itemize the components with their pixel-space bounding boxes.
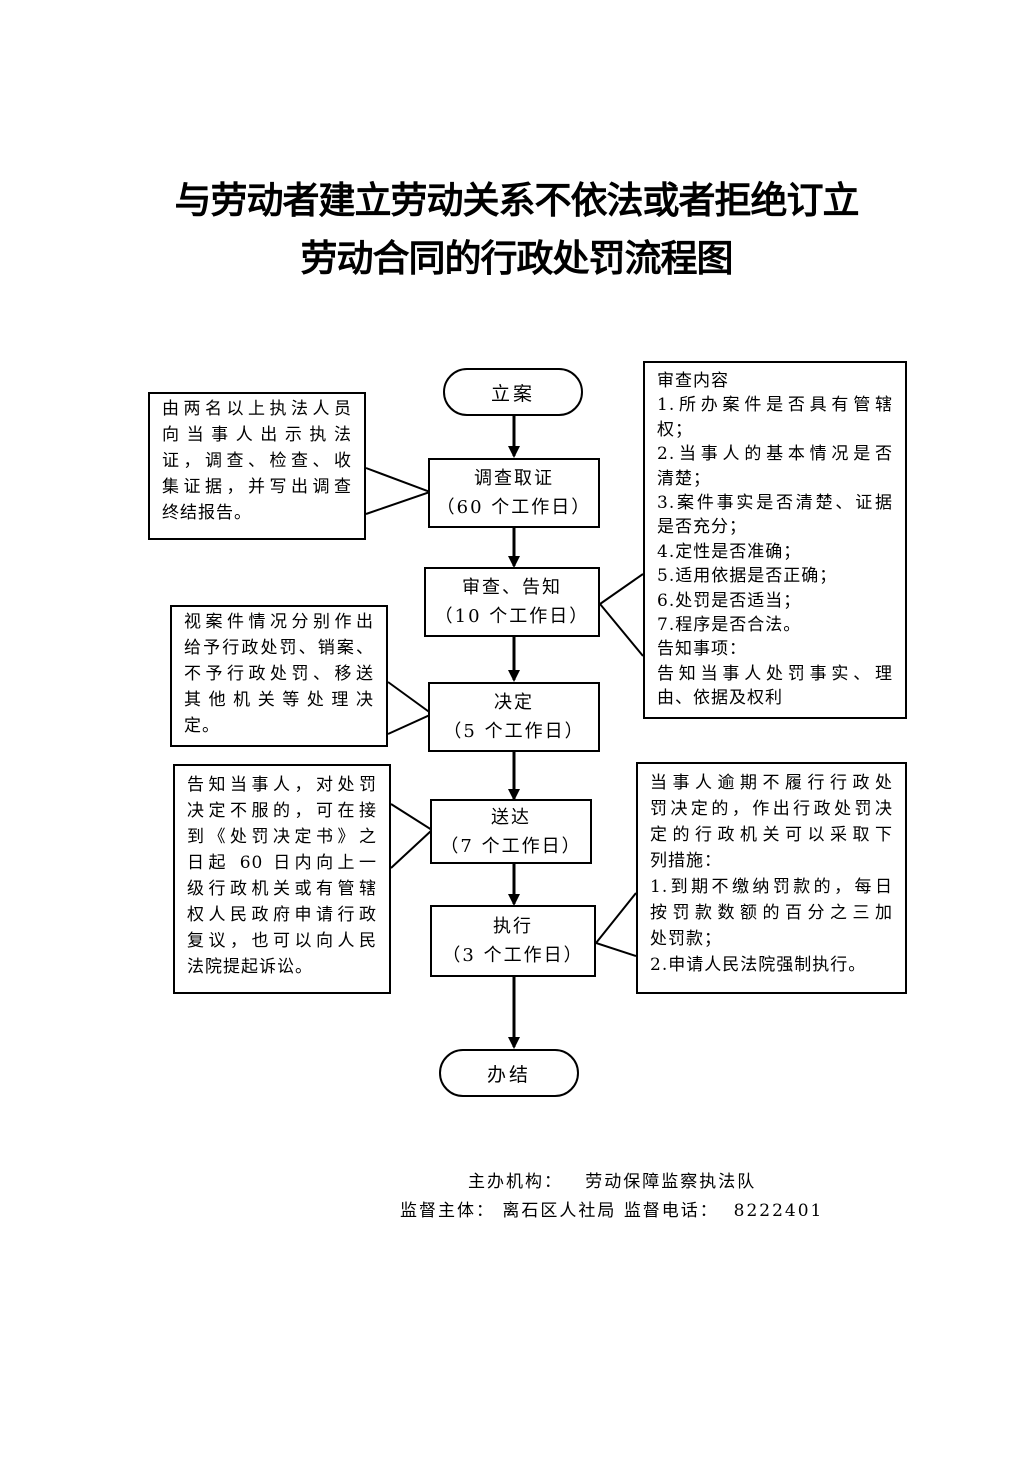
note-line: 5.适用依据是否正确； bbox=[657, 566, 838, 587]
note-line: 处罚款； bbox=[650, 929, 722, 949]
note-line: 集证据，并写出调查 bbox=[162, 477, 352, 497]
step-review: 审查、告知 （10 个工作日） bbox=[424, 567, 600, 637]
note-line: 罚决定的，作出行政处罚决 bbox=[650, 799, 893, 819]
step-days: （3 个工作日） bbox=[442, 945, 584, 966]
step-days: （5 个工作日） bbox=[443, 721, 585, 742]
note-line: 告知当事人，对处罚 bbox=[187, 775, 377, 795]
note-line: 按罚款数额的百分之三加 bbox=[650, 903, 893, 923]
note-line: 4.定性是否准确； bbox=[657, 541, 802, 562]
phone-value: 8222401 bbox=[733, 1201, 824, 1221]
note-line: 权； bbox=[657, 419, 693, 440]
footer-supervisor-row: 监督主体： 离石区人社局 监督电话： 8222401 bbox=[400, 1196, 823, 1221]
note-line: 列措施： bbox=[650, 851, 722, 871]
note-line: 当事人逾期不履行行政处 bbox=[650, 773, 893, 793]
note-line: 权人民政府申请行政 bbox=[187, 905, 377, 925]
note-line: 审查内容 bbox=[657, 371, 729, 391]
callout-delivery bbox=[390, 803, 434, 869]
step-days: （60 个工作日） bbox=[436, 497, 592, 518]
note-line: 告知事项： bbox=[657, 639, 747, 660]
note-line: 由、依据及权利 bbox=[657, 688, 783, 709]
note-decision: 视案件情况分别作出 给予行政处罚、销案、 不予行政处罚、移送 其他机关等处理决 … bbox=[170, 605, 388, 747]
note-execution: 当事人逾期不履行行政处 罚决定的，作出行政处罚决 定的行政机关可以采取下 列措施… bbox=[636, 762, 907, 994]
callout-execution bbox=[594, 892, 637, 957]
note-line: 1.到期不缴纳罚款的，每日 bbox=[650, 877, 893, 897]
note-line: 其他机关等处理决 bbox=[184, 690, 374, 710]
note-line: 决定不服的，可在接 bbox=[187, 801, 377, 821]
note-line: 清楚； bbox=[657, 468, 711, 489]
note-line: 法院提起诉讼。 bbox=[187, 957, 313, 977]
note-line: 复议，也可以向人民 bbox=[187, 931, 377, 951]
note-delivery: 告知当事人，对处罚 决定不服的，可在接 到《处罚决定书》之 日起 60 日内向上… bbox=[173, 764, 391, 994]
note-line: 向当事人出示执法 bbox=[162, 425, 352, 445]
note-line: 不予行政处罚、移送 bbox=[184, 664, 374, 684]
step-name: 执行 bbox=[493, 916, 533, 937]
step-days: （7 个工作日） bbox=[440, 835, 582, 857]
step-name: 送达 bbox=[491, 806, 531, 828]
note-line: 终结报告。 bbox=[162, 503, 252, 523]
step-delivery: 送达 （7 个工作日） bbox=[430, 799, 592, 864]
step-investigation: 调查取证 （60 个工作日） bbox=[428, 458, 600, 528]
note-line: 定。 bbox=[184, 716, 220, 736]
note-review: 审查内容 1.所办案件是否具有管辖 权； 2.当事人的基本情况是否 清楚； 3.… bbox=[643, 361, 907, 719]
note-line: 到《处罚决定书》之 bbox=[187, 827, 377, 847]
footer-organizer-row: 主办机构： 劳动保障监察执法队 bbox=[468, 1167, 756, 1192]
step-days: （10 个工作日） bbox=[434, 606, 590, 627]
note-line: 级行政机关或有管辖 bbox=[187, 879, 377, 899]
callout-investigation bbox=[365, 467, 433, 515]
step-name: 调查取证 bbox=[474, 468, 554, 489]
note-line: 3.案件事实是否清楚、证据 bbox=[657, 493, 893, 514]
chart-title-line2: 劳动合同的行政处罚流程图 bbox=[300, 237, 734, 280]
end-node: 办结 bbox=[439, 1049, 579, 1097]
note-line: 6.处罚是否适当； bbox=[657, 590, 802, 611]
note-investigation: 由两名以上执法人员 向当事人出示执法 证，调查、检查、收 集证据，并写出调查 终… bbox=[148, 392, 366, 540]
note-line: 视案件情况分别作出 bbox=[184, 612, 374, 632]
step-execution: 执行 （3 个工作日） bbox=[430, 905, 596, 977]
note-line: 日起 60 日内向上一 bbox=[187, 853, 377, 873]
note-line: 是否充分； bbox=[657, 517, 747, 538]
note-line: 告知当事人处罚事实、理 bbox=[657, 663, 893, 684]
note-line: 给予行政处罚、销案、 bbox=[184, 638, 374, 658]
callout-decision bbox=[387, 681, 434, 735]
step-decision: 决定 （5 个工作日） bbox=[428, 682, 600, 752]
organizer-label: 主办机构： bbox=[468, 1172, 563, 1192]
organizer-value: 劳动保障监察执法队 bbox=[585, 1172, 757, 1192]
callout-review bbox=[598, 573, 644, 657]
note-line: 证，调查、检查、收 bbox=[162, 451, 352, 471]
supervisor-value: 离石区人社局 bbox=[502, 1201, 617, 1221]
note-line: 定的行政机关可以采取下 bbox=[650, 825, 893, 845]
phone-label: 监督电话： bbox=[623, 1201, 719, 1221]
note-line: 1.所办案件是否具有管辖 bbox=[657, 395, 893, 416]
start-node: 立案 bbox=[443, 368, 583, 416]
note-line: 由两名以上执法人员 bbox=[162, 399, 352, 419]
chart-title-line1: 与劳动者建立劳动关系不依法或者拒绝订立 bbox=[174, 179, 860, 222]
note-line: 7.程序是否合法。 bbox=[657, 615, 802, 636]
step-name: 决定 bbox=[494, 692, 534, 713]
supervisor-label: 监督主体： bbox=[400, 1201, 495, 1221]
note-line: 2.当事人的基本情况是否 bbox=[657, 444, 893, 465]
step-name: 审查、告知 bbox=[462, 577, 562, 598]
note-line: 2.申请人民法院强制执行。 bbox=[650, 955, 867, 975]
